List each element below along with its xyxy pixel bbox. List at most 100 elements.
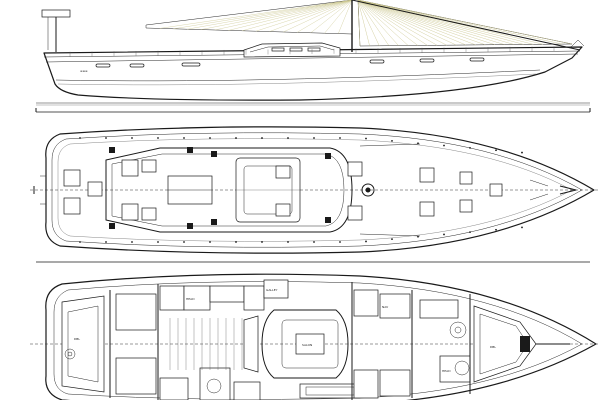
winch — [109, 223, 115, 229]
bulkheads — [109, 282, 471, 400]
stanchion-base — [391, 238, 393, 241]
stanchion-base — [209, 241, 211, 243]
stanchion-base — [469, 147, 471, 149]
stanchion-base — [235, 137, 237, 139]
stanchion-base — [391, 139, 393, 142]
stanchion-base — [209, 137, 211, 139]
main-seam — [214, 0, 353, 31]
helm-starboard — [121, 203, 139, 221]
genoa-seam — [357, 0, 457, 46]
main-seam — [173, 0, 353, 29]
main-seam — [283, 0, 353, 33]
stanchion-base — [183, 137, 185, 139]
main-seam — [200, 0, 353, 30]
stanchion-base — [261, 137, 263, 139]
stanchion-base — [469, 231, 471, 234]
main-seam — [338, 0, 353, 34]
winch — [211, 219, 217, 225]
winch — [109, 147, 115, 153]
stanchion-base — [79, 137, 81, 139]
genoa-seam — [357, 0, 447, 46]
stanchion-base — [365, 240, 367, 243]
stanchion-base — [131, 241, 133, 243]
forward-cabin — [419, 299, 570, 383]
galley-label: GALLEY — [266, 288, 278, 292]
stanchion-base — [365, 137, 367, 140]
stanchion-base — [105, 241, 107, 243]
main-seam — [324, 0, 353, 34]
stanchion-base — [287, 137, 289, 139]
mast-step — [361, 183, 375, 197]
main-seam — [228, 0, 353, 31]
stanchion-base — [105, 137, 107, 139]
nav-label: NAV — [382, 305, 389, 309]
masthead-flag — [41, 9, 71, 18]
stanchion-base — [313, 137, 315, 139]
hull-profile — [43, 46, 583, 101]
helm-port — [121, 159, 139, 177]
stanchion-base — [339, 241, 341, 243]
profile-view: ≡≡≡ — [35, 0, 591, 113]
salon — [243, 309, 361, 399]
stanchion-base — [157, 137, 159, 139]
stanchion-base — [157, 241, 159, 243]
stanchion-base — [521, 226, 523, 229]
aft-cabin — [61, 293, 157, 395]
winch — [325, 153, 331, 159]
genoa-seam — [357, 0, 380, 46]
stanchion-base — [443, 233, 445, 236]
genoa-seam — [357, 0, 409, 46]
genoa-seam — [357, 0, 370, 46]
main-seam — [310, 0, 353, 33]
accommodation-plan-view: DBL HEAD GALLEY SALON — [30, 273, 598, 400]
deck-plan-view — [30, 126, 598, 263]
stanchion-base — [287, 241, 289, 243]
stanchion-base — [495, 149, 497, 152]
genoa-seam — [357, 0, 428, 46]
deck-outline — [45, 126, 595, 254]
main-seam — [255, 0, 353, 32]
stanchion-base — [313, 241, 315, 243]
deck-winches — [109, 147, 331, 229]
stanchion-base — [495, 228, 497, 231]
main-seam — [242, 0, 353, 31]
stanchion-base — [443, 144, 445, 147]
stanchion-base — [521, 151, 523, 154]
genoa-seam — [357, 0, 573, 45]
stanchion-base — [79, 241, 81, 243]
genoa-seam — [357, 0, 495, 45]
stanchion-base — [417, 142, 419, 145]
genoa-sail — [357, 0, 573, 47]
deck-hatches — [63, 161, 503, 221]
head-label-forward: HEAD — [442, 369, 451, 373]
genoa-seam — [357, 0, 505, 45]
stanchion-base — [183, 241, 185, 243]
genoa-seam — [357, 0, 486, 46]
genoa-seam — [357, 0, 418, 46]
winch — [325, 217, 331, 223]
stanchion-base — [131, 137, 133, 139]
genoa-seam — [357, 0, 399, 46]
winch — [187, 223, 193, 229]
genoa-seam — [357, 0, 467, 46]
genoa-seam — [357, 0, 544, 45]
winch — [187, 147, 193, 153]
main-seam — [296, 0, 353, 33]
main-seam — [159, 0, 353, 29]
stanchion-base — [339, 137, 341, 139]
hull-ports — [95, 57, 485, 68]
salon-label: SALON — [302, 343, 312, 347]
genoa-seam — [357, 0, 390, 46]
svg-text:≡≡≡: ≡≡≡ — [80, 69, 88, 73]
genoa-seam — [357, 0, 438, 46]
forward-fittings — [353, 289, 413, 399]
cockpit-coaming — [105, 147, 353, 233]
stanchion-base — [235, 241, 237, 243]
aft-cabin-label: DBL — [74, 337, 80, 341]
stanchion-base — [417, 235, 419, 238]
genoa-seam — [357, 0, 476, 46]
stanchion-base — [261, 241, 263, 243]
forward-cabin-label: DBL — [490, 345, 496, 349]
genoa-seam — [357, 0, 563, 45]
